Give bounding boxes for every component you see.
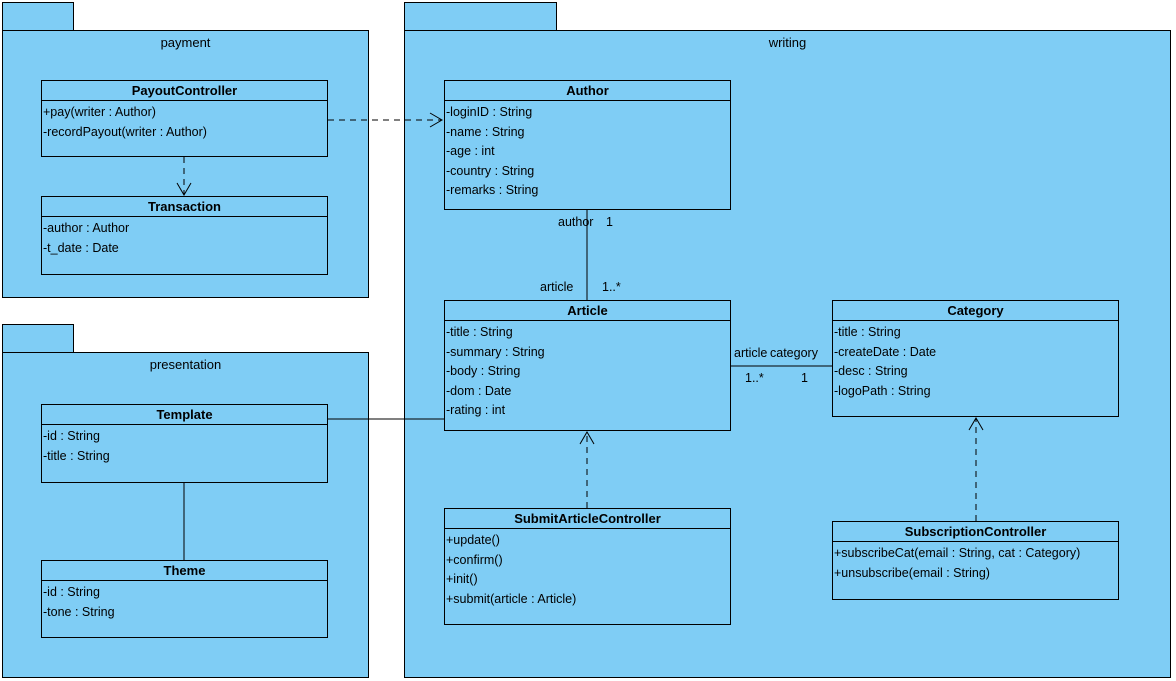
class-operations: +pay(writer : Author) -recordPayout(writ… — [42, 101, 327, 142]
class-operation: +confirm() — [446, 552, 503, 567]
class-attribute: -age : int — [446, 144, 495, 158]
package-payment-title: payment — [160, 35, 211, 50]
class-attribute: -createDate : Date — [834, 344, 937, 359]
multiplicity-category: 1 — [801, 371, 808, 385]
role-article-category-side: article — [734, 346, 768, 360]
class-operation: +submit(article : Article) — [446, 591, 577, 606]
class-payout-controller[interactable]: PayoutController +pay(writer : Author) -… — [41, 80, 328, 157]
role-author: author — [558, 215, 594, 229]
multiplicity-article-category-side: 1..* — [745, 371, 764, 385]
class-attribute: -name : String — [446, 124, 525, 139]
class-submit-article-controller[interactable]: SubmitArticleController +update() +confi… — [444, 508, 731, 625]
class-name: Theme — [42, 561, 327, 581]
class-attributes: -loginID : String -name : String -age : … — [445, 101, 730, 201]
class-attribute: -id : String — [43, 429, 100, 443]
class-attribute: -title : String — [43, 448, 110, 463]
class-name: PayoutController — [42, 81, 327, 101]
class-attribute: -dom : Date — [446, 383, 512, 398]
class-attribute: -tone : String — [43, 604, 115, 619]
class-theme[interactable]: Theme -id : String -tone : String — [41, 560, 328, 638]
class-name: SubscriptionController — [833, 522, 1118, 542]
class-attribute: -rating : int — [446, 403, 506, 417]
class-category[interactable]: Category -title : String -createDate : D… — [832, 300, 1119, 417]
class-attribute: -t_date : Date — [43, 240, 119, 255]
class-attributes: -author : Author -t_date : Date — [42, 217, 327, 258]
class-attribute: -body : String — [446, 364, 521, 378]
class-operation: +subscribeCat(email : String, cat : Cate… — [834, 546, 1081, 560]
class-operation: +unsubscribe(email : String) — [834, 565, 990, 580]
dependency-payout-to-author[interactable] — [328, 112, 443, 128]
class-operation: +init() — [446, 572, 478, 586]
role-article: article — [540, 280, 574, 294]
class-article[interactable]: Article -title : String -summary : Strin… — [444, 300, 731, 431]
class-transaction[interactable]: Transaction -author : Author -t_date : D… — [41, 196, 328, 275]
class-attribute: -loginID : String — [446, 105, 533, 119]
class-name: Transaction — [42, 197, 327, 217]
class-attribute: -country : String — [446, 163, 535, 178]
class-attributes: -id : String -title : String — [42, 425, 327, 466]
class-name: Template — [42, 405, 327, 425]
class-attributes: -title : String -createDate : Date -desc… — [833, 321, 1118, 401]
class-attribute: -desc : String — [834, 364, 908, 378]
class-operation: +update() — [446, 533, 500, 547]
class-template[interactable]: Template -id : String -title : String — [41, 404, 328, 483]
class-operations: +update() +confirm() +init() +submit(art… — [445, 529, 730, 609]
class-attributes: -id : String -tone : String — [42, 581, 327, 622]
class-name: SubmitArticleController — [445, 509, 730, 529]
multiplicity-author: 1 — [606, 215, 613, 229]
dependency-submit-to-article[interactable] — [579, 431, 595, 508]
class-attribute: -remarks : String — [446, 183, 539, 197]
multiplicity-article: 1..* — [602, 280, 621, 294]
dependency-subscription-to-category[interactable] — [968, 417, 984, 521]
class-attribute: -id : String — [43, 585, 100, 599]
class-attribute: -summary : String — [446, 344, 545, 359]
class-name: Article — [445, 301, 730, 321]
class-subscription-controller[interactable]: SubscriptionController +subscribeCat(ema… — [832, 521, 1119, 600]
class-name: Author — [445, 81, 730, 101]
class-operation: -recordPayout(writer : Author) — [43, 124, 207, 139]
class-operations: +subscribeCat(email : String, cat : Cate… — [833, 542, 1118, 583]
class-attribute: -logoPath : String — [834, 383, 931, 398]
role-category: category — [770, 346, 818, 360]
class-attributes: -title : String -summary : String -body … — [445, 321, 730, 421]
class-name: Category — [833, 301, 1118, 321]
package-writing-title: writing — [768, 35, 807, 50]
dependency-payout-to-transaction[interactable] — [176, 157, 192, 196]
class-attribute: -title : String — [834, 325, 901, 339]
class-attribute: -author : Author — [43, 221, 130, 235]
class-author[interactable]: Author -loginID : String -name : String … — [444, 80, 731, 210]
class-operation: +pay(writer : Author) — [43, 105, 156, 119]
package-presentation-title: presentation — [149, 357, 222, 372]
package-writing-tab — [404, 2, 557, 31]
class-attribute: -title : String — [446, 325, 513, 339]
